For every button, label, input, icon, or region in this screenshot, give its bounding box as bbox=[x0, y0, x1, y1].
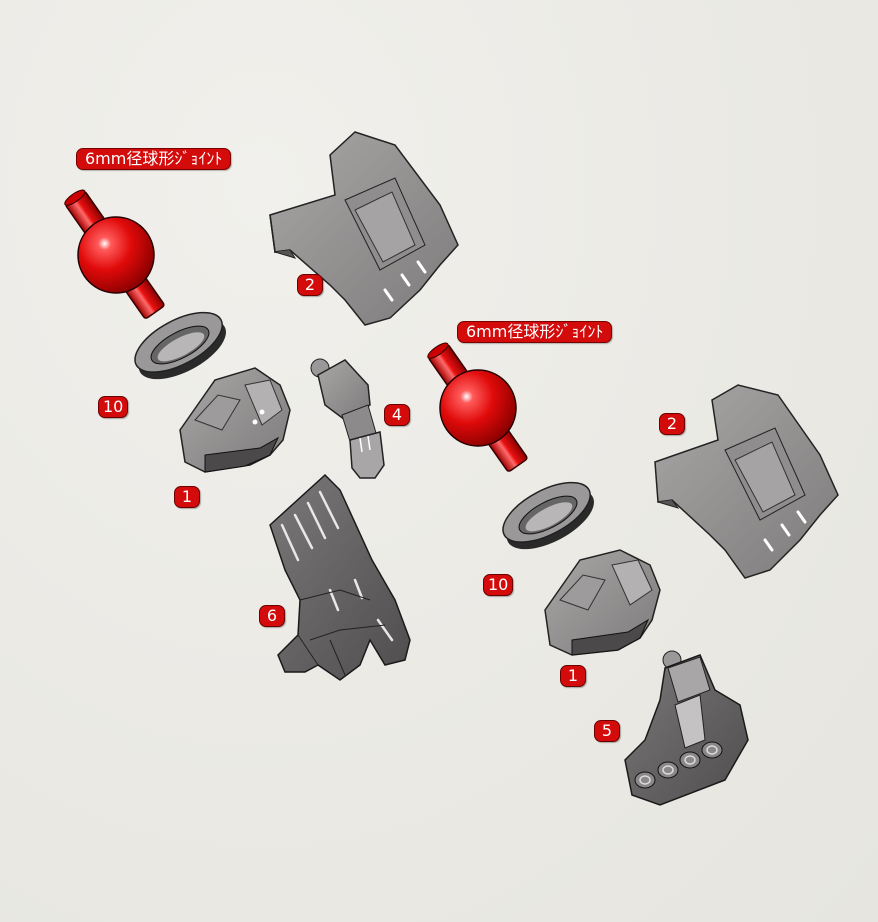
fist-hand bbox=[624, 650, 749, 806]
thumb-part bbox=[310, 358, 385, 479]
wrist-block-left bbox=[179, 367, 291, 473]
upper-cover-left bbox=[269, 131, 459, 326]
washer-right bbox=[502, 481, 594, 550]
part-number-10-right: 10 bbox=[483, 574, 514, 596]
ball-joint-right bbox=[427, 342, 528, 472]
part-number-1-left: 1 bbox=[174, 486, 200, 508]
joint-label-left: 6mm径球形ｼﾞｮｲﾝﾄ bbox=[76, 148, 232, 170]
ball-joint-left bbox=[64, 189, 165, 319]
part-number-5: 5 bbox=[594, 720, 620, 742]
part-number-2-right: 2 bbox=[659, 413, 685, 435]
part-number-4: 4 bbox=[384, 404, 410, 426]
washer-left bbox=[134, 311, 226, 380]
upper-cover-right bbox=[654, 384, 839, 579]
part-number-2-left: 2 bbox=[297, 274, 323, 296]
open-hand bbox=[269, 473, 411, 681]
part-number-6: 6 bbox=[259, 605, 285, 627]
joint-label-right: 6mm径球形ｼﾞｮｲﾝﾄ bbox=[457, 321, 613, 343]
wrist-block-right bbox=[544, 549, 661, 656]
part-number-10-left: 10 bbox=[98, 396, 129, 418]
part-number-1-right: 1 bbox=[560, 665, 586, 687]
